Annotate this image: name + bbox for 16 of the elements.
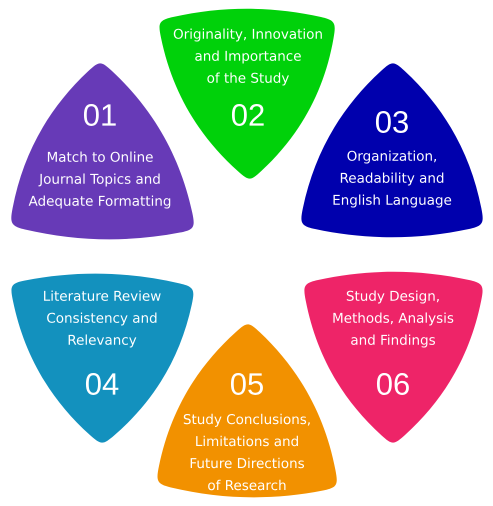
rounded-triangle [158,324,337,498]
step-number: 03 [376,111,408,133]
step-title: Organization, Readability and English Language [334,150,452,208]
step-number: 02 [232,104,264,126]
step-number: 06 [376,373,409,395]
rounded-triangle [160,8,335,179]
step-title: Match to Online Journal Topics and Adequate Formatting [28,151,170,209]
step-number: 05 [230,373,263,395]
step-number: 01 [84,104,116,126]
step-number: 04 [86,373,118,395]
step-title: Study Conclusions, Limitations and Future Directions of Research [184,414,310,490]
rounded-triangle [301,63,483,238]
step-title: Originality, Innovation and Importance of the Study [174,28,322,86]
rounded-triangle [11,63,194,240]
step-title: Literature Review Consistency and Relevancy [44,290,161,348]
step-title: Study Design, Methods, Analysis and Findings [333,290,454,348]
